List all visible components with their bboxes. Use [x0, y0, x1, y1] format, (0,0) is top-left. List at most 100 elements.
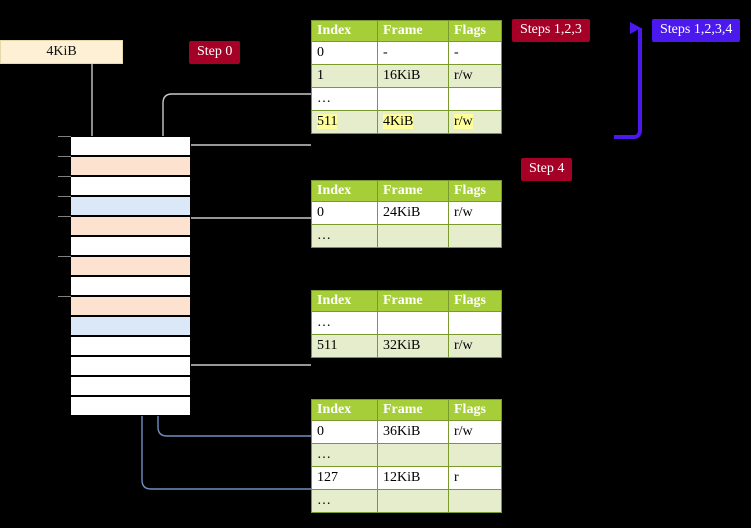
- table-cell-flags: [448, 224, 502, 248]
- table-cell-index: …: [311, 443, 378, 467]
- column-header-index: Index: [311, 20, 378, 42]
- table-cell-frame: [377, 443, 449, 467]
- table-cell-frame: 32KiB: [377, 334, 449, 358]
- link-steps-bracket: [614, 22, 642, 139]
- table-cell-flags: r/w: [448, 64, 502, 88]
- memory-grid-tick: [58, 256, 71, 257]
- badge-step-0: Step 0: [189, 41, 241, 64]
- table-cell-index: …: [311, 489, 378, 513]
- badge-steps-123: Steps 1,2,3: [512, 19, 590, 42]
- table-cell-flags: [448, 489, 502, 513]
- column-header-flags: Flags: [448, 20, 502, 42]
- badge-steps-1234-label: Steps 1,2,3,4: [660, 22, 733, 37]
- memory-grid-tick: [58, 196, 71, 197]
- memory-grid-row: [70, 316, 191, 336]
- column-header-frame: Frame: [377, 20, 449, 42]
- column-header-flags: Flags: [448, 399, 502, 421]
- table-cell-index: 127: [311, 466, 378, 490]
- badge-step-0-label: Step 0: [197, 44, 233, 59]
- table-cell-frame: [377, 87, 449, 111]
- table-row: …: [311, 87, 502, 111]
- highlighted-value: 4KiB: [383, 114, 414, 129]
- memory-grid-row: [70, 376, 191, 396]
- memory-grid-row: [70, 276, 191, 296]
- column-header-flags: Flags: [448, 290, 502, 312]
- table-cell-flags: [448, 87, 502, 111]
- memory-grid-row: [70, 176, 191, 196]
- column-header-index: Index: [311, 290, 378, 312]
- table-cell-index: …: [311, 224, 378, 248]
- badge-step-4-label: Step 4: [529, 161, 565, 176]
- column-header-flags: Flags: [448, 180, 502, 202]
- table-cell-flags: [448, 311, 502, 335]
- table-row: …: [311, 443, 502, 467]
- table-cell-flags: -: [448, 41, 502, 65]
- memory-grid-row: [70, 136, 191, 156]
- memory-grid-row: [70, 256, 191, 276]
- memory-grid-tick: [58, 136, 71, 137]
- memory-grid-row: [70, 336, 191, 356]
- memory-grid-tick: [58, 156, 71, 157]
- memory-grid-tick: [58, 216, 71, 217]
- table-cell-frame: 36KiB: [377, 420, 449, 444]
- column-header-frame: Frame: [377, 180, 449, 202]
- table-cell-frame: [377, 489, 449, 513]
- link-pml4-row511-to-grid: [171, 144, 311, 155]
- table-row: 0--: [311, 41, 502, 65]
- highlighted-value: r/w: [454, 114, 473, 129]
- highlighted-value: 511: [317, 114, 338, 129]
- table-row: …: [311, 311, 502, 335]
- column-header-frame: Frame: [377, 399, 449, 421]
- column-header-frame: Frame: [377, 290, 449, 312]
- table-cell-index: 511: [311, 110, 378, 134]
- table-cell-flags: r/w: [448, 201, 502, 225]
- memory-grid-row: [70, 156, 191, 176]
- table-row: 511 4KiB r/w: [311, 110, 502, 134]
- table-cell-index: 0: [311, 41, 378, 65]
- table-cell-frame: 4KiB: [377, 110, 449, 134]
- table-cell-index: 0: [311, 201, 378, 225]
- table-cell-index: …: [311, 87, 378, 111]
- badge-steps-123-label: Steps 1,2,3: [520, 22, 582, 37]
- memory-grid-row: [70, 196, 191, 216]
- badge-step-4: Step 4: [521, 158, 573, 181]
- table-cell-index: 0: [311, 420, 378, 444]
- table-row: …: [311, 489, 502, 513]
- table-cell-frame: [377, 224, 449, 248]
- table-cell-frame: 16KiB: [377, 64, 449, 88]
- memory-grid-row: [70, 296, 191, 316]
- memory-grid-row: [70, 216, 191, 236]
- table-cell-index: …: [311, 311, 378, 335]
- table-cell-frame: 24KiB: [377, 201, 449, 225]
- table-row: …: [311, 224, 502, 248]
- table-cell-flags: [448, 443, 502, 467]
- table-cell-flags: r/w: [448, 110, 502, 134]
- memory-grid-tick: [58, 296, 71, 297]
- table-cell-frame: [377, 311, 449, 335]
- memory-grid-row: [70, 236, 191, 256]
- table-cell-frame: 12KiB: [377, 466, 449, 490]
- memory-grid-row: [70, 356, 191, 376]
- table-cell-index: 1: [311, 64, 378, 88]
- table-cell-frame: -: [377, 41, 449, 65]
- memory-size-label: 4KiB: [0, 40, 123, 64]
- table-cell-flags: r/w: [448, 334, 502, 358]
- table-cell-flags: r/w: [448, 420, 502, 444]
- link-pd-row511-to-grid: [171, 314, 311, 366]
- column-header-index: Index: [311, 399, 378, 421]
- memory-grid: [58, 136, 191, 416]
- link-grid-to-pdp-row0: [177, 217, 311, 258]
